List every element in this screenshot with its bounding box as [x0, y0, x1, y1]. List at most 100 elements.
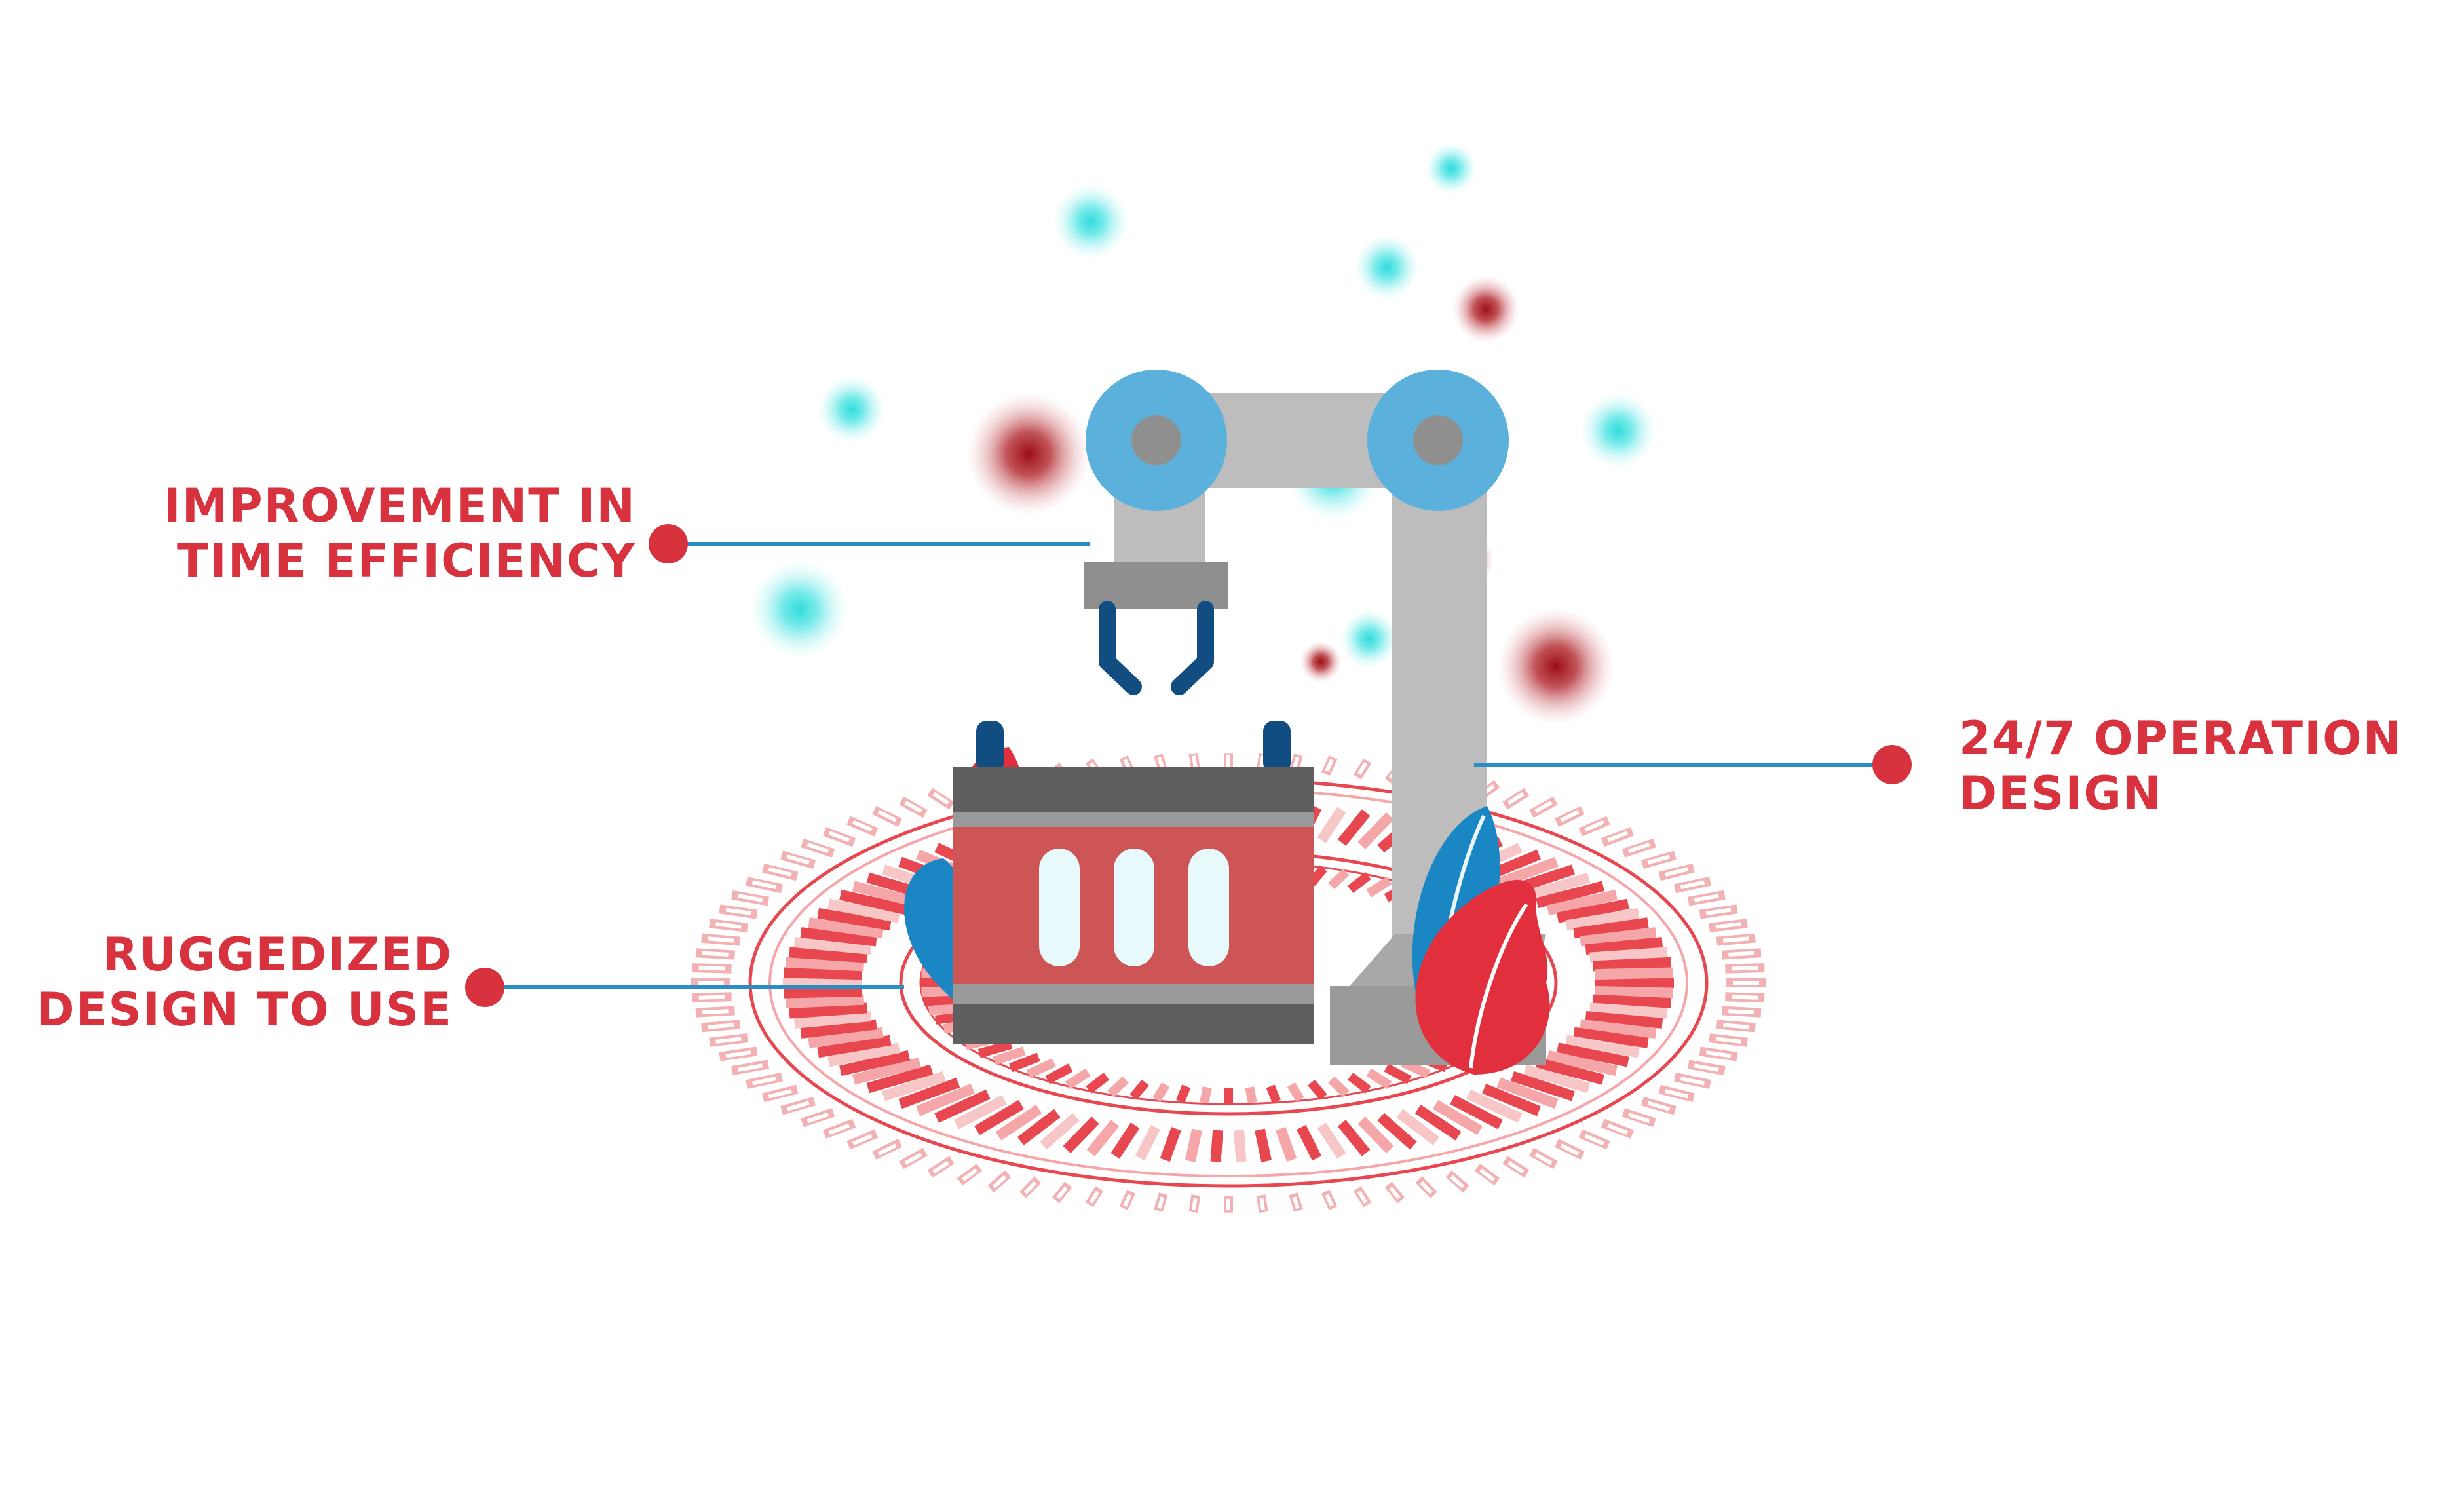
platform-tick-outer-inset	[698, 995, 725, 1000]
platform-tick-band	[800, 927, 877, 947]
platform-tick-inner	[1026, 1058, 1056, 1078]
platform-tick-outer-inset	[768, 1089, 792, 1099]
cyan-glow	[1340, 609, 1399, 668]
platform-tick-inner	[1328, 1076, 1350, 1097]
battery-top-cap	[953, 767, 1314, 812]
platform-tick-band	[1317, 1122, 1346, 1159]
platform-tick-outer-inset	[1357, 1191, 1368, 1204]
platform-tick-outer-inset	[1450, 1175, 1465, 1189]
platform-tick-outer-inset	[877, 1143, 897, 1156]
platform-tick-outer-inset	[1534, 1153, 1553, 1166]
platform-tick-outer-inset	[806, 842, 829, 853]
platform-tick-band	[1450, 1095, 1503, 1130]
platform-tick-outer-inset	[1325, 759, 1334, 772]
platform-tick-band	[1523, 872, 1591, 902]
platform-tick-outer-inset	[751, 880, 777, 889]
platform-tick-outer-inset	[1705, 907, 1732, 915]
platform-tick-band	[786, 994, 865, 1009]
platform-tick-outer-inset	[1705, 1050, 1732, 1058]
platform-tick-outer-inset	[715, 1037, 742, 1044]
platform-tick-band	[1210, 1130, 1223, 1162]
platform-tick-inner	[1308, 1079, 1327, 1100]
platform-tick-outer-inset	[751, 1077, 777, 1086]
platform-tick-outer-inset	[1357, 762, 1368, 775]
battery-bottom-cap	[953, 1004, 1314, 1044]
platform-tick-outer-inset	[708, 1023, 734, 1029]
platform-tick-band	[954, 1095, 1007, 1130]
platform-tick-outer-inset	[1627, 1113, 1650, 1124]
platform-tick-inner	[1366, 1068, 1392, 1090]
platform-tick-outer-inset	[708, 936, 734, 943]
platform-tick-band	[1556, 1042, 1629, 1067]
battery-cell-2	[1114, 849, 1154, 966]
platform-tick-outer-inset	[1507, 792, 1525, 805]
platform-tick-outer-inset	[1728, 1009, 1755, 1015]
platform-tick-inner	[1347, 1073, 1371, 1094]
platform-tick-outer-inset	[1606, 831, 1629, 843]
platform-tick-outer-inset	[1479, 1168, 1495, 1182]
battery-bottom-band	[953, 984, 1314, 1004]
platform-tick-outer-inset	[962, 1168, 977, 1182]
platform-tick-outer-inset	[786, 1101, 810, 1111]
platform-tick-band	[1297, 1124, 1322, 1161]
callout-ruggedized: RUGGEDIZED DESIGN TO USE	[36, 928, 453, 1037]
dot-247	[1872, 745, 1912, 784]
platform-tick-outer-inset	[1325, 1194, 1334, 1207]
platform-tick-outer-inset	[1507, 1160, 1525, 1174]
platform-tick-band	[882, 1071, 946, 1101]
platform-tick-inner	[1245, 1086, 1257, 1104]
red-glow	[1497, 607, 1615, 725]
platform-tick-outer-inset	[1722, 1023, 1749, 1029]
gripper-claw-right	[1171, 601, 1214, 695]
callout-time-efficiency: IMPROVEMENT IN TIME EFFICIENCY	[163, 479, 636, 588]
platform-tick-outer-inset	[768, 867, 792, 877]
platform-tick-band	[1592, 957, 1671, 972]
platform-tick-band	[1546, 1050, 1618, 1077]
platform-tick-inner	[1129, 1079, 1149, 1100]
platform-tick-band	[1556, 898, 1629, 923]
platform-tick-outer-inset	[877, 810, 897, 822]
platform-tick-band	[1594, 967, 1674, 980]
platform-tick-outer-inset	[1157, 756, 1165, 769]
platform-tick-band	[839, 1050, 911, 1077]
platform-tick-band	[852, 1057, 921, 1085]
platform-tick-outer-inset	[702, 1009, 729, 1015]
platform-tick-outer-inset	[1420, 1181, 1433, 1194]
platform-tick-inner	[1152, 1082, 1170, 1103]
platform-tick-band	[1160, 1127, 1181, 1162]
platform-tick-band	[1536, 881, 1605, 909]
platform-tick-outer-inset	[1715, 1037, 1741, 1044]
platform-tick-outer-inset	[1665, 867, 1689, 877]
platform-tick-band	[1580, 1019, 1657, 1039]
platform-tick-band	[995, 1105, 1042, 1141]
dot-time-efficiency	[649, 524, 688, 563]
platform-tick-outer-inset	[1292, 756, 1300, 769]
platform-tick-outer-inset	[828, 1123, 850, 1135]
platform-tick-outer-inset	[1389, 1186, 1401, 1200]
platform-tick-outer-inset	[932, 792, 949, 805]
platform-tick-outer-inset	[806, 1113, 829, 1124]
platform-tick-outer-inset	[1680, 880, 1705, 889]
platform-tick-band	[827, 1042, 901, 1067]
platform-tick-band	[974, 1099, 1024, 1135]
platform-tick-outer-inset	[852, 1134, 873, 1146]
platform-tick-band	[1317, 807, 1346, 843]
battery-cell-3	[1188, 849, 1229, 966]
cyan-glow	[750, 560, 848, 658]
platform-tick-outer-inset	[1157, 1196, 1165, 1210]
platform-tick-band	[1573, 917, 1649, 939]
platform-tick-inner	[1287, 1082, 1304, 1103]
red-leaf-right	[1415, 880, 1550, 1075]
platform-tick-outer-inset	[1560, 1143, 1580, 1156]
platform-tick-band	[866, 1064, 934, 1094]
platform-tick-outer-inset	[1259, 755, 1265, 768]
platform-tick-band	[1589, 1002, 1668, 1019]
platform-tick-band	[1585, 937, 1663, 955]
platform-tick-outer-inset	[1534, 800, 1553, 813]
platform-tick-band	[1466, 1089, 1523, 1123]
platform-tick-inner	[1384, 1063, 1412, 1084]
platform-tick-band	[1337, 1119, 1371, 1156]
platform-tick-band	[1536, 1057, 1605, 1085]
